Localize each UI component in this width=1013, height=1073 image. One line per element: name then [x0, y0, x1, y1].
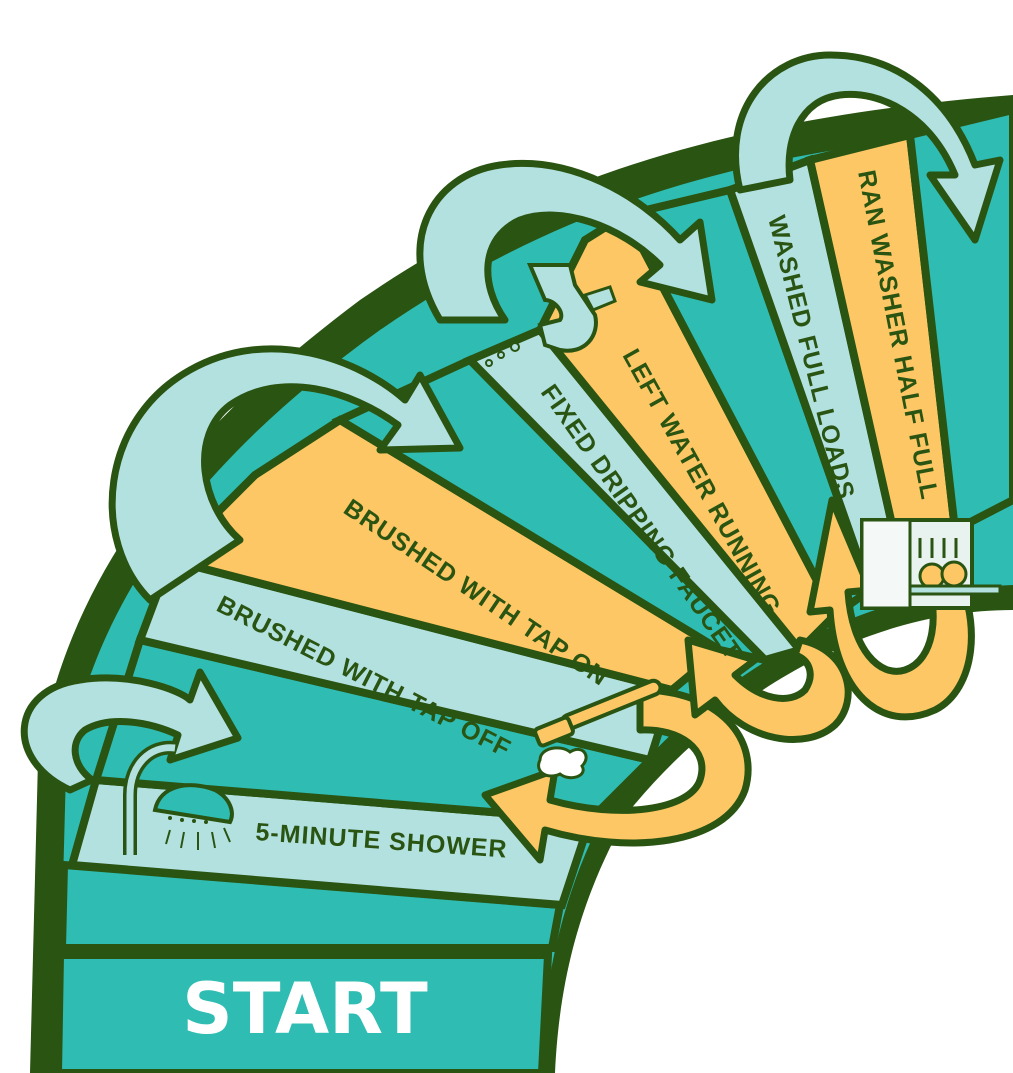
arrow-start-to-shower: [20, 668, 242, 794]
arrow-left-water-back: [684, 636, 852, 743]
faucet-icon: [485, 263, 617, 367]
arrow-half-full-back: [806, 496, 975, 721]
toothbrush-icon: [533, 678, 663, 780]
arrow-tap-on-back: [481, 686, 752, 864]
arrow-to-half-full: [732, 51, 1004, 244]
arrow-to-left-water: [416, 160, 716, 324]
dishwasher-icon: [860, 518, 1002, 610]
step-bands: [53, 105, 1013, 1073]
start-label: START: [182, 968, 428, 1050]
arrow-to-tap-on: [108, 345, 464, 604]
shower-icon: [123, 740, 234, 855]
backward-arrows: [481, 496, 975, 864]
forward-arrows: [20, 51, 1004, 794]
